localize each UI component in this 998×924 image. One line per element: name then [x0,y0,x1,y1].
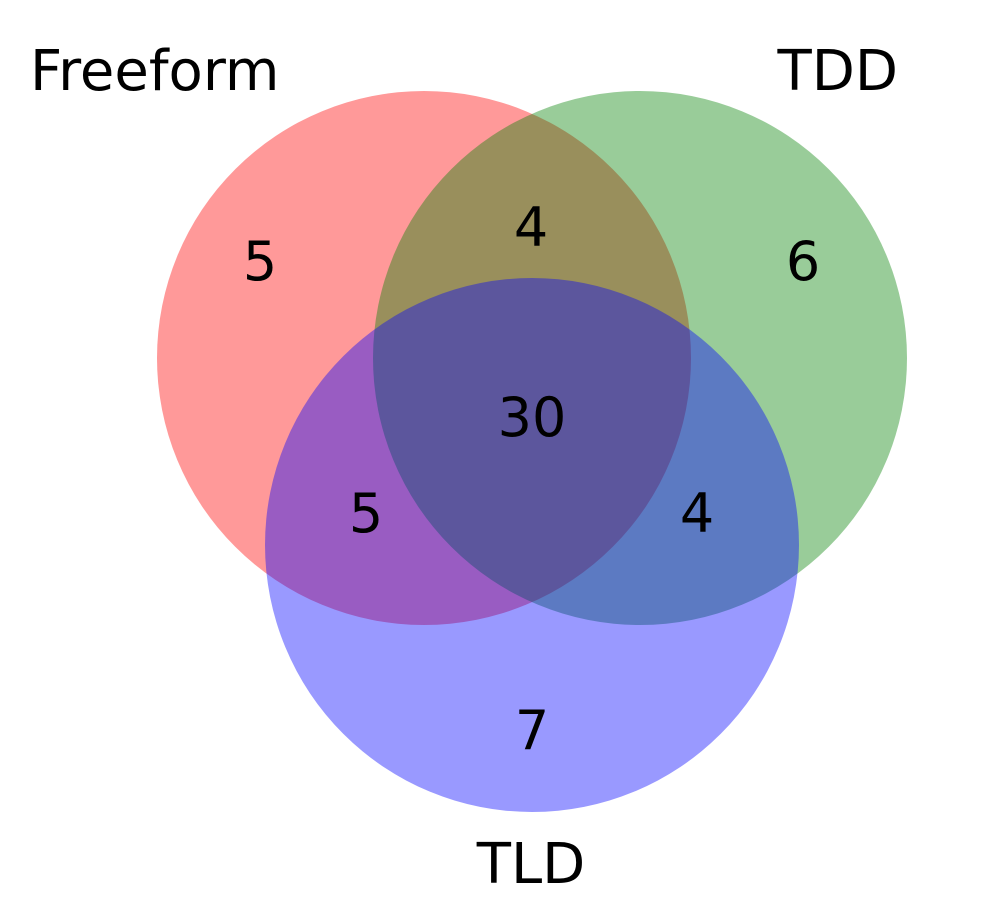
label-tld: TLD [476,832,586,897]
count-freeform-only: 5 [243,230,277,293]
count-tld-only: 7 [515,699,549,762]
count-freeform-tld: 5 [349,482,383,545]
circle-tdd [373,91,907,625]
circle-tld [265,278,799,812]
label-freeform: Freeform [30,39,279,104]
count-tdd-tld: 4 [680,482,714,545]
count-freeform-tdd: 4 [514,196,548,259]
label-tdd: TDD [777,39,898,104]
circle-freeform [157,91,691,625]
count-tdd-only: 6 [786,230,820,293]
count-all-three: 30 [498,386,567,449]
